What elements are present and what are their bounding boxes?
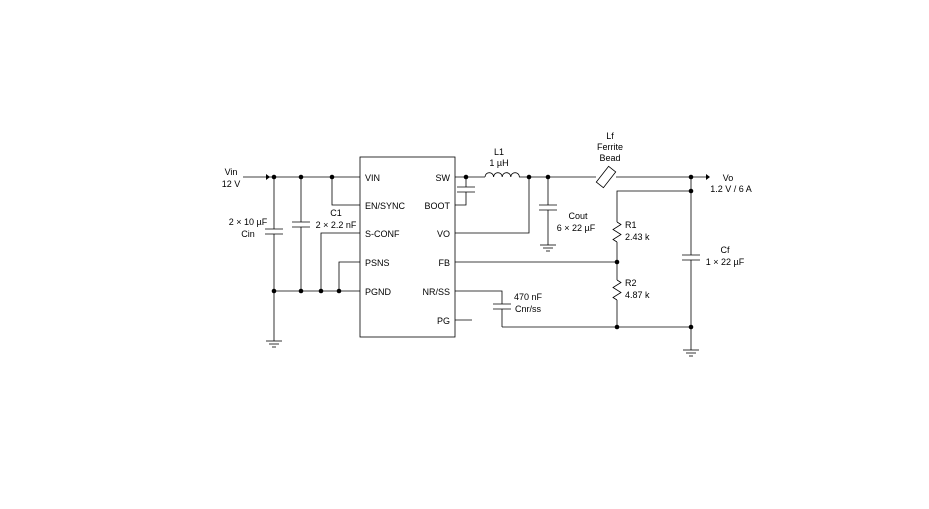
vo-label: Vo xyxy=(723,173,734,183)
junction xyxy=(271,288,277,294)
junction xyxy=(545,174,551,180)
c1-capacitor xyxy=(292,177,310,291)
lf-line2: Ferrite xyxy=(597,142,623,152)
r2-resistor xyxy=(612,279,622,301)
pin-en-sync: EN/SYNC xyxy=(365,201,406,211)
cin-capacitor xyxy=(265,177,283,341)
cin-name: Cin xyxy=(241,229,255,239)
psns-wire xyxy=(338,261,360,291)
junction xyxy=(614,324,620,330)
pin-vin: VIN xyxy=(365,173,380,183)
pin-boot: BOOT xyxy=(424,201,450,211)
c1-value: 2 × 2.2 nF xyxy=(316,220,357,230)
en-sync-wire xyxy=(331,177,360,206)
junction xyxy=(526,174,532,180)
junction xyxy=(271,174,277,180)
pin-s-conf: S-CONF xyxy=(365,229,400,239)
cf-name: Cf xyxy=(721,245,730,255)
junction xyxy=(318,288,324,294)
junction xyxy=(336,288,342,294)
ground-symbol-cout xyxy=(540,244,556,252)
ic-body xyxy=(359,156,456,338)
cnr-capacitor xyxy=(493,303,511,327)
junction xyxy=(298,288,304,294)
cout-value: 6 × 22 µF xyxy=(557,223,596,233)
r1-value: 2.43 k xyxy=(625,232,650,242)
pin-pgnd: PGND xyxy=(365,287,392,297)
r1-name: R1 xyxy=(625,220,637,230)
pin-pg: PG xyxy=(437,316,450,326)
junction xyxy=(463,174,469,180)
lf-name: Lf xyxy=(606,131,614,141)
cin-value: 2 × 10 µF xyxy=(229,217,268,227)
junction xyxy=(614,259,620,265)
r1-resistor xyxy=(612,221,622,243)
c1-name: C1 xyxy=(330,208,342,218)
l1-value: 1 µH xyxy=(489,158,508,168)
boot-capacitor xyxy=(455,177,475,206)
r1-top-wire xyxy=(616,190,691,222)
cout-capacitor xyxy=(539,177,557,245)
junction xyxy=(298,174,304,180)
vo-value: 1.2 V / 6 A xyxy=(710,184,752,194)
lf-line3: Bead xyxy=(599,153,620,163)
lf-ferrite-bead xyxy=(595,165,617,189)
cout-name: Cout xyxy=(568,211,588,221)
pin-vo: VO xyxy=(437,229,450,239)
pin-sw: SW xyxy=(436,173,451,183)
cf-capacitor xyxy=(682,177,700,350)
ground-symbol-output xyxy=(683,349,699,357)
r2-value: 4.87 k xyxy=(625,290,650,300)
cnr-name: Cnr/ss xyxy=(515,304,542,314)
pin-fb: FB xyxy=(438,258,450,268)
r2-name: R2 xyxy=(625,278,637,288)
junction xyxy=(329,174,335,180)
vo-arrow-icon xyxy=(706,174,710,180)
ground-symbol-input xyxy=(266,340,282,348)
vin-label: Vin xyxy=(225,167,238,177)
s-conf-wire xyxy=(320,232,360,291)
pin-psns: PSNS xyxy=(365,258,390,268)
cf-value: 1 × 22 µF xyxy=(706,257,745,267)
pin-nr-ss: NR/SS xyxy=(422,287,450,297)
junction xyxy=(688,324,694,330)
cnr-value: 470 nF xyxy=(514,292,543,302)
l1-name: L1 xyxy=(494,147,504,157)
vo-sense-wire xyxy=(455,177,530,234)
vin-value: 12 V xyxy=(222,179,241,189)
l1-inductor xyxy=(484,172,520,178)
nr-ss-wire xyxy=(455,290,503,304)
